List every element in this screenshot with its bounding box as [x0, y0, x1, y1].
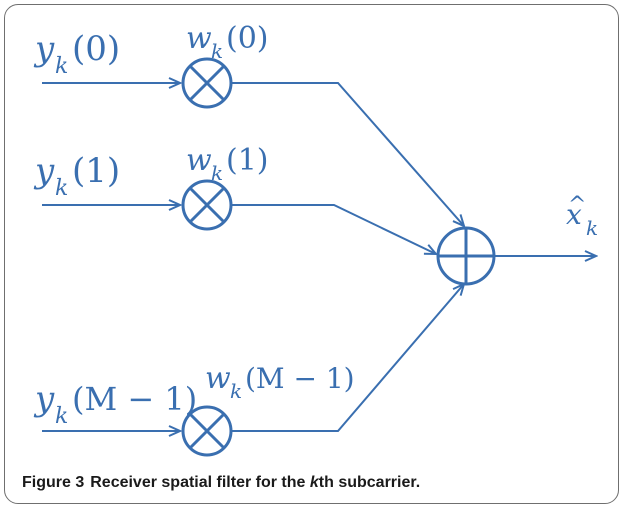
- input-y-base: y: [33, 29, 55, 69]
- input-y-arg: (M − 1): [72, 380, 197, 418]
- branch-1: y k (1) w k (1): [33, 143, 436, 254]
- input-y-sub: k: [55, 404, 68, 429]
- output-hat: ^: [568, 193, 586, 218]
- output-label: ^ x k: [566, 193, 598, 240]
- weight-w-sub: k: [211, 39, 223, 63]
- weight-w-sub: k: [211, 161, 223, 185]
- weight-w-base: w: [186, 143, 212, 178]
- weight-w-arg: (1): [226, 143, 269, 178]
- output-base: x: [566, 198, 582, 231]
- caption-text-before: Receiver spatial filter for the: [90, 474, 310, 491]
- caption-text-italic: k: [309, 474, 319, 491]
- weight-w-base: w: [205, 361, 231, 396]
- weight-w-arg: (0): [226, 21, 269, 56]
- input-y-arg: (0): [72, 29, 120, 69]
- to-adder-arrow: [231, 284, 464, 432]
- input-y-base: y: [33, 379, 55, 419]
- branch-0: y k (0) w k (0): [33, 21, 464, 226]
- to-adder-arrow: [231, 82, 464, 226]
- circled-times-icon: [181, 179, 233, 231]
- input-y-arg: (1): [72, 151, 120, 191]
- input-y-base: y: [33, 151, 55, 191]
- weight-w-sub: k: [230, 379, 242, 403]
- caption-label: Figure 3: [22, 474, 85, 491]
- weight-w-base: w: [186, 21, 212, 56]
- branch-m-minus-1: y k (M − 1) w k (M − 1): [33, 284, 464, 457]
- circled-times-icon: [181, 57, 233, 109]
- circled-times-icon: [181, 405, 233, 457]
- input-y-sub: k: [55, 54, 68, 79]
- weight-w-arg: (M − 1): [245, 362, 355, 395]
- input-y-sub: k: [55, 176, 68, 201]
- caption-text-after: th subcarrier.: [318, 474, 421, 491]
- to-adder-arrow: [231, 204, 436, 254]
- circled-plus-icon: [436, 226, 496, 286]
- output-sub: k: [586, 216, 598, 240]
- figure-frame: [4, 4, 619, 504]
